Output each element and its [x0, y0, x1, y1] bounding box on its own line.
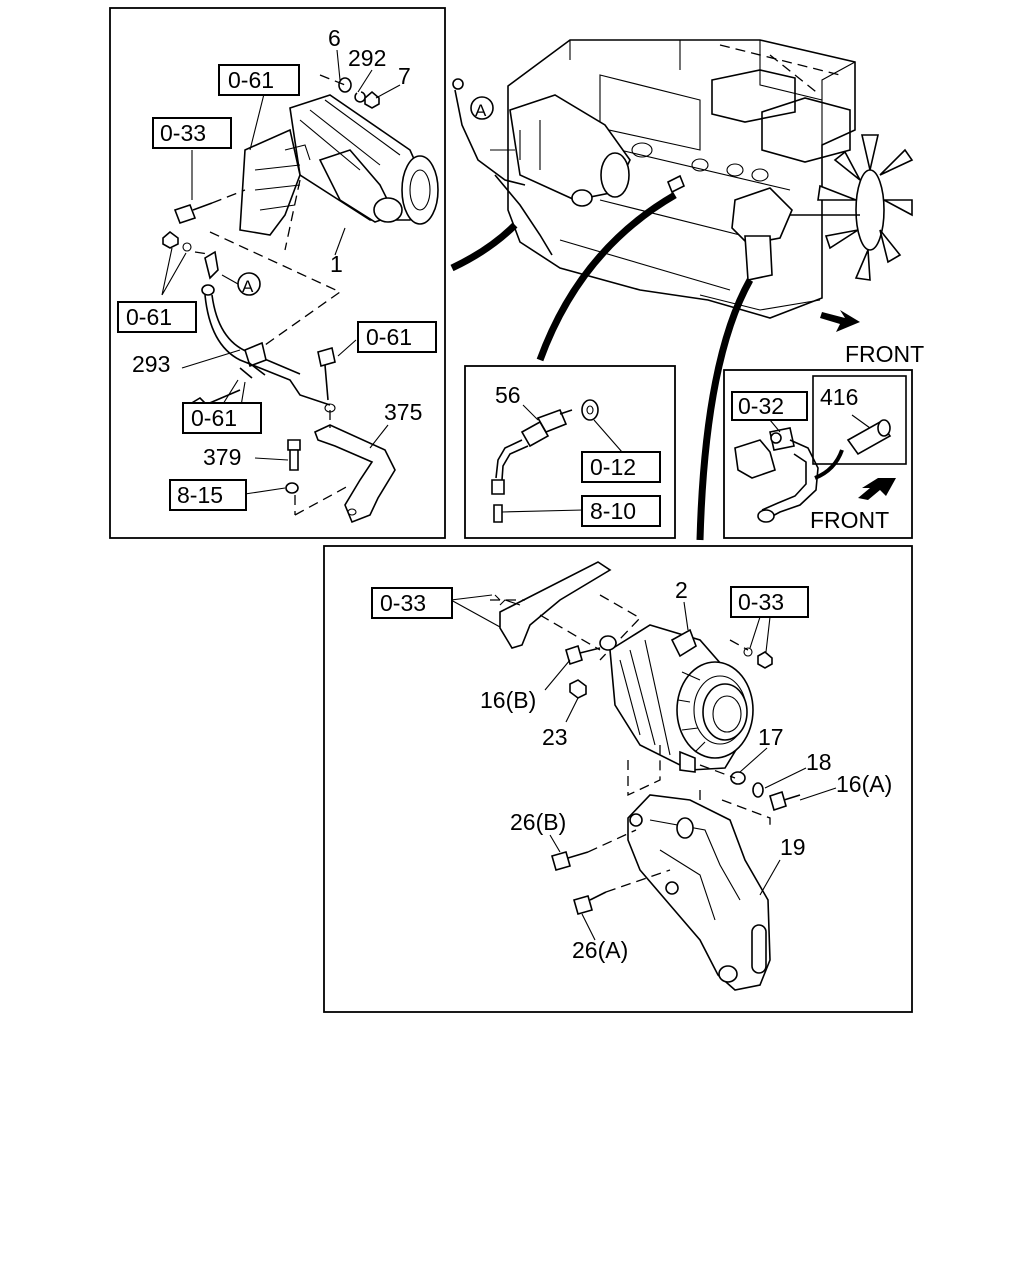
- callout-0-61-right: 0-61: [366, 324, 412, 350]
- washer-6: [338, 77, 352, 93]
- label-293: 293: [132, 351, 170, 377]
- bolt-16b: [565, 644, 583, 666]
- starter-panel: A 0-61 0-3: [109, 7, 446, 539]
- label-16b: 16(B): [480, 687, 536, 713]
- front-arrow-hose: [858, 478, 896, 500]
- callout-0-61-left-box: [117, 301, 197, 333]
- callout-0-61-top-box: [218, 64, 300, 96]
- front-arrow: [820, 310, 860, 332]
- cable-terminal: [204, 250, 219, 280]
- callout-0-12: 0-12: [590, 454, 636, 480]
- hose-front-label: FRONT: [810, 507, 889, 533]
- label-1: 1: [330, 251, 343, 277]
- label-19: 19: [780, 834, 806, 860]
- label-6: 6: [328, 25, 341, 51]
- callout-0-32-box: [731, 391, 808, 421]
- label-26a: 26(A): [572, 937, 628, 963]
- callout-0-33-right: 0-33: [738, 589, 784, 615]
- label-2: 2: [675, 577, 688, 603]
- bolt-379: [287, 439, 301, 451]
- label-16a: 16(A): [836, 771, 892, 797]
- bracket-375: [313, 424, 396, 524]
- label-7: 7: [398, 63, 411, 89]
- callout-0-33-left: 0-33: [380, 590, 426, 616]
- marker-a-circle: [470, 96, 494, 120]
- marker-a: A: [475, 101, 487, 120]
- label-23: 23: [542, 724, 568, 750]
- callout-0-33-right-box: [730, 586, 809, 618]
- bracket-19: [627, 794, 771, 991]
- washer-0-12: [581, 399, 599, 421]
- ring-18: [752, 782, 764, 798]
- bolt-0-33: [173, 203, 197, 225]
- clip-292: [354, 91, 366, 103]
- marker-a: A: [242, 277, 254, 296]
- terminal-8-10: [493, 504, 503, 523]
- front-label: FRONT: [845, 341, 924, 367]
- starter-motor: [239, 94, 439, 236]
- callout-0-33: 0-33: [160, 120, 206, 146]
- bolt-26b: [551, 851, 571, 871]
- callout-8-15: 8-15: [177, 482, 223, 508]
- callout-8-15-box: [169, 479, 247, 511]
- callout-8-10-box: [581, 495, 661, 527]
- callout-0-33-box: [152, 117, 232, 149]
- label-18: 18: [806, 749, 832, 775]
- callout-0-61-top: 0-61: [228, 67, 274, 93]
- label-375: 375: [384, 399, 422, 425]
- hose-panel: 0-32 416 FRONT: [723, 369, 913, 539]
- label-26b: 26(B): [510, 809, 566, 835]
- bolt-16a: [769, 790, 787, 812]
- nut-0-61: [162, 230, 179, 249]
- callout-0-32: 0-32: [738, 393, 784, 419]
- label-56: 56: [495, 382, 521, 408]
- engine-overview: FRONT A: [450, 39, 924, 541]
- label-17: 17: [758, 724, 784, 750]
- callout-0-61-bottom-box: [182, 402, 262, 434]
- callout-0-61-bottom: 0-61: [191, 405, 237, 431]
- sensor-connector: [491, 479, 505, 495]
- label-292: 292: [348, 45, 386, 71]
- callout-0-33-left-box: [371, 587, 453, 619]
- label-416: 416: [820, 384, 858, 410]
- adjusting-bracket: [499, 561, 612, 649]
- callout-0-61-left: 0-61: [126, 304, 172, 330]
- alternator-panel: 0-33 0-33 2 16(B) 23 17 18 16(A) 26(B) 1…: [323, 545, 913, 1013]
- callout-0-12-box: [581, 451, 661, 483]
- alternator: [599, 624, 754, 773]
- fan: [790, 134, 914, 281]
- bolt-0-61-right: [317, 346, 336, 368]
- callout-0-61-right-box: [357, 321, 437, 353]
- nut-23: [569, 679, 587, 699]
- nut-0-33-right: [757, 651, 773, 669]
- nut-7: [364, 90, 380, 109]
- sensor-panel: 56 0-12 8-10: [464, 365, 676, 539]
- bolt-26a: [573, 895, 593, 915]
- washer-8-15: [285, 482, 299, 494]
- label-379: 379: [203, 444, 241, 470]
- washer-17: [730, 771, 746, 785]
- callout-8-10: 8-10: [590, 498, 636, 524]
